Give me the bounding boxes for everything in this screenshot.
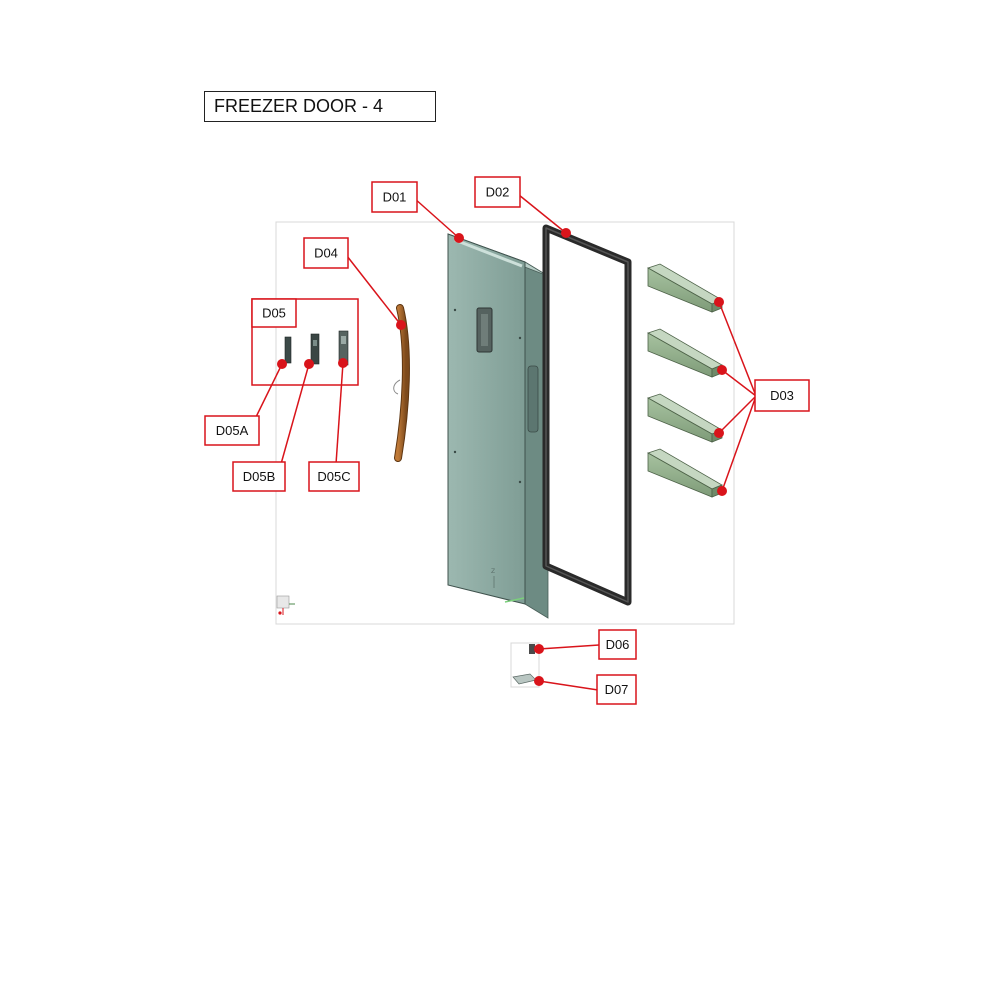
callout-d06: D06 <box>598 629 637 660</box>
callout-d05a-label: D05A <box>216 423 249 438</box>
callout-d06-label: D06 <box>606 637 630 652</box>
callout-d04-label: D04 <box>314 246 338 261</box>
callout-d05: D05 <box>251 298 297 328</box>
freezer-door-part: Z <box>447 233 549 619</box>
door-bin <box>647 448 723 498</box>
door-gasket-part <box>542 224 632 606</box>
callout-d03-label: D03 <box>770 388 794 403</box>
callout-d05b-label: D05B <box>243 469 276 484</box>
svg-text:Z: Z <box>491 568 495 575</box>
door-bin <box>647 393 723 443</box>
callout-d05b: D05B <box>232 461 286 492</box>
door-bin <box>647 263 723 313</box>
door-bin <box>647 328 723 378</box>
callout-d02-label: D02 <box>486 185 510 200</box>
door-handle-part <box>393 304 410 462</box>
leader-lines <box>255 194 757 691</box>
callout-d07-label: D07 <box>605 682 629 697</box>
callout-d05c: D05C <box>308 461 360 492</box>
callout-d05a: D05A <box>204 415 260 446</box>
callout-d07: D07 <box>596 674 637 705</box>
callout-d01: D01 <box>371 181 418 213</box>
d05-group-box <box>251 298 359 386</box>
main-view-frame <box>275 221 735 625</box>
diagram-title: FREEZER DOOR - 4 <box>204 91 436 122</box>
callout-d05-label: D05 <box>262 306 286 321</box>
callout-d03: D03 <box>754 379 810 412</box>
callout-d05c-label: D05C <box>317 469 350 484</box>
callout-d01-label: D01 <box>383 190 407 205</box>
callout-d02: D02 <box>474 176 521 208</box>
inset-view-frame <box>510 642 540 688</box>
small-parts-group <box>284 330 349 366</box>
door-bins-part <box>647 263 723 498</box>
axis-triad-icon <box>276 595 295 615</box>
inset-parts <box>512 644 537 685</box>
leader-dots <box>277 228 727 686</box>
callout-d04: D04 <box>303 237 349 269</box>
